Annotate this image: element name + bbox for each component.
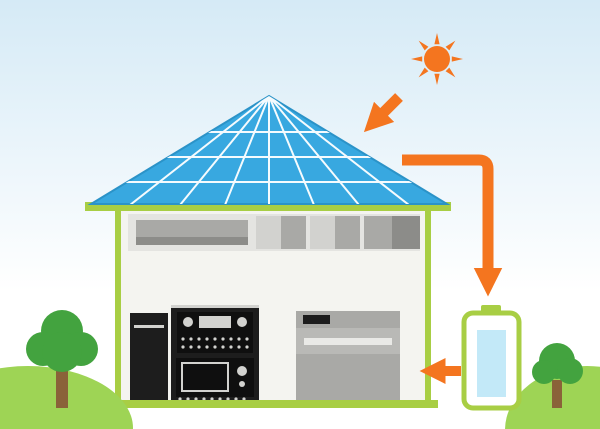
solar-roof [85,94,451,211]
oven-unit-top-edge [171,305,259,308]
roof-eave [85,202,451,211]
battery-unit [461,305,522,411]
dishwasher-lower-panel [296,354,400,402]
microwave-button-icon [239,381,245,387]
house [108,202,438,408]
solar-panel-grid [91,96,447,204]
canopy-blob [557,358,583,384]
roof-to-battery-arrow [402,154,503,297]
microwave-dial-icon [237,366,247,376]
tree-trunk [552,380,562,408]
dishwasher-handle [303,315,330,324]
window-shade [335,216,360,249]
range-hood-vent [136,237,248,245]
upstairs-window-1 [256,216,306,249]
canopy-blob [532,360,556,384]
sun-core [424,46,450,72]
display-window [199,316,231,328]
knob-right-icon [237,317,247,327]
tree-canopy [26,310,98,372]
left-tree [26,310,98,408]
oven-unit [171,305,259,401]
tree-canopy [532,343,583,384]
right-tree [532,343,583,408]
window-shade [392,216,420,249]
range-hood [136,220,248,245]
microwave [176,358,254,397]
energy-flow-arrows [363,93,503,384]
battery-charge-window [477,330,506,397]
sun-rays [411,33,463,85]
panel-grid-lines [91,96,447,204]
dishwasher [296,311,400,402]
sun-to-roof-arrow [363,93,403,133]
window-shade [281,216,306,249]
refrigerator-handle [134,325,164,328]
sun-icon [411,33,463,85]
dishwasher-slot [304,338,392,345]
canopy-blob [42,332,82,372]
refrigerator [130,313,168,401]
knob-left-icon [183,317,193,327]
upstairs-window-2 [310,216,360,249]
house-base [108,400,438,408]
second-floor [128,214,420,251]
range-hood-top [136,220,248,237]
upstairs-window-3 [364,216,420,249]
tree-trunk [56,370,68,408]
microwave-window [181,362,229,392]
